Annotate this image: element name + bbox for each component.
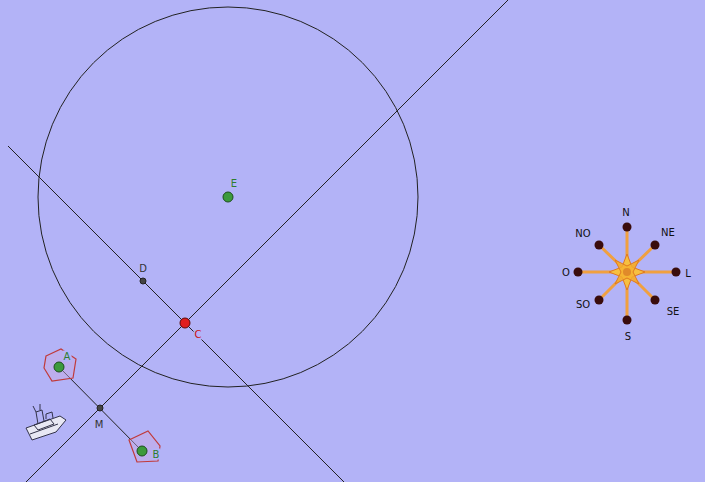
compass-label: NO	[574, 228, 591, 239]
line-dc	[8, 146, 344, 482]
compass-rose	[574, 223, 681, 325]
segment-ab	[59, 367, 142, 451]
bisector-line	[25, 0, 508, 482]
point-label: A	[63, 351, 72, 362]
ship-icon	[26, 404, 66, 440]
point-m	[97, 405, 103, 411]
point-b	[137, 446, 147, 456]
compass-label: O	[561, 267, 571, 278]
point-e	[223, 192, 233, 202]
circle	[38, 7, 418, 387]
point-label: E	[230, 178, 238, 189]
island-b	[129, 431, 160, 462]
compass-label: L	[684, 268, 692, 279]
point-label: B	[152, 449, 161, 460]
point-label: C	[194, 329, 203, 340]
point-a	[54, 362, 64, 372]
compass-label: SO	[575, 299, 591, 310]
compass-label: NE	[660, 227, 676, 238]
compass-label: S	[624, 331, 632, 342]
point-label: M	[94, 419, 105, 430]
point-c	[180, 318, 190, 328]
point-label: D	[138, 263, 148, 274]
point-d	[140, 278, 146, 284]
compass-label: N	[621, 207, 630, 218]
compass-label: SE	[666, 306, 681, 317]
island-a	[44, 349, 76, 381]
